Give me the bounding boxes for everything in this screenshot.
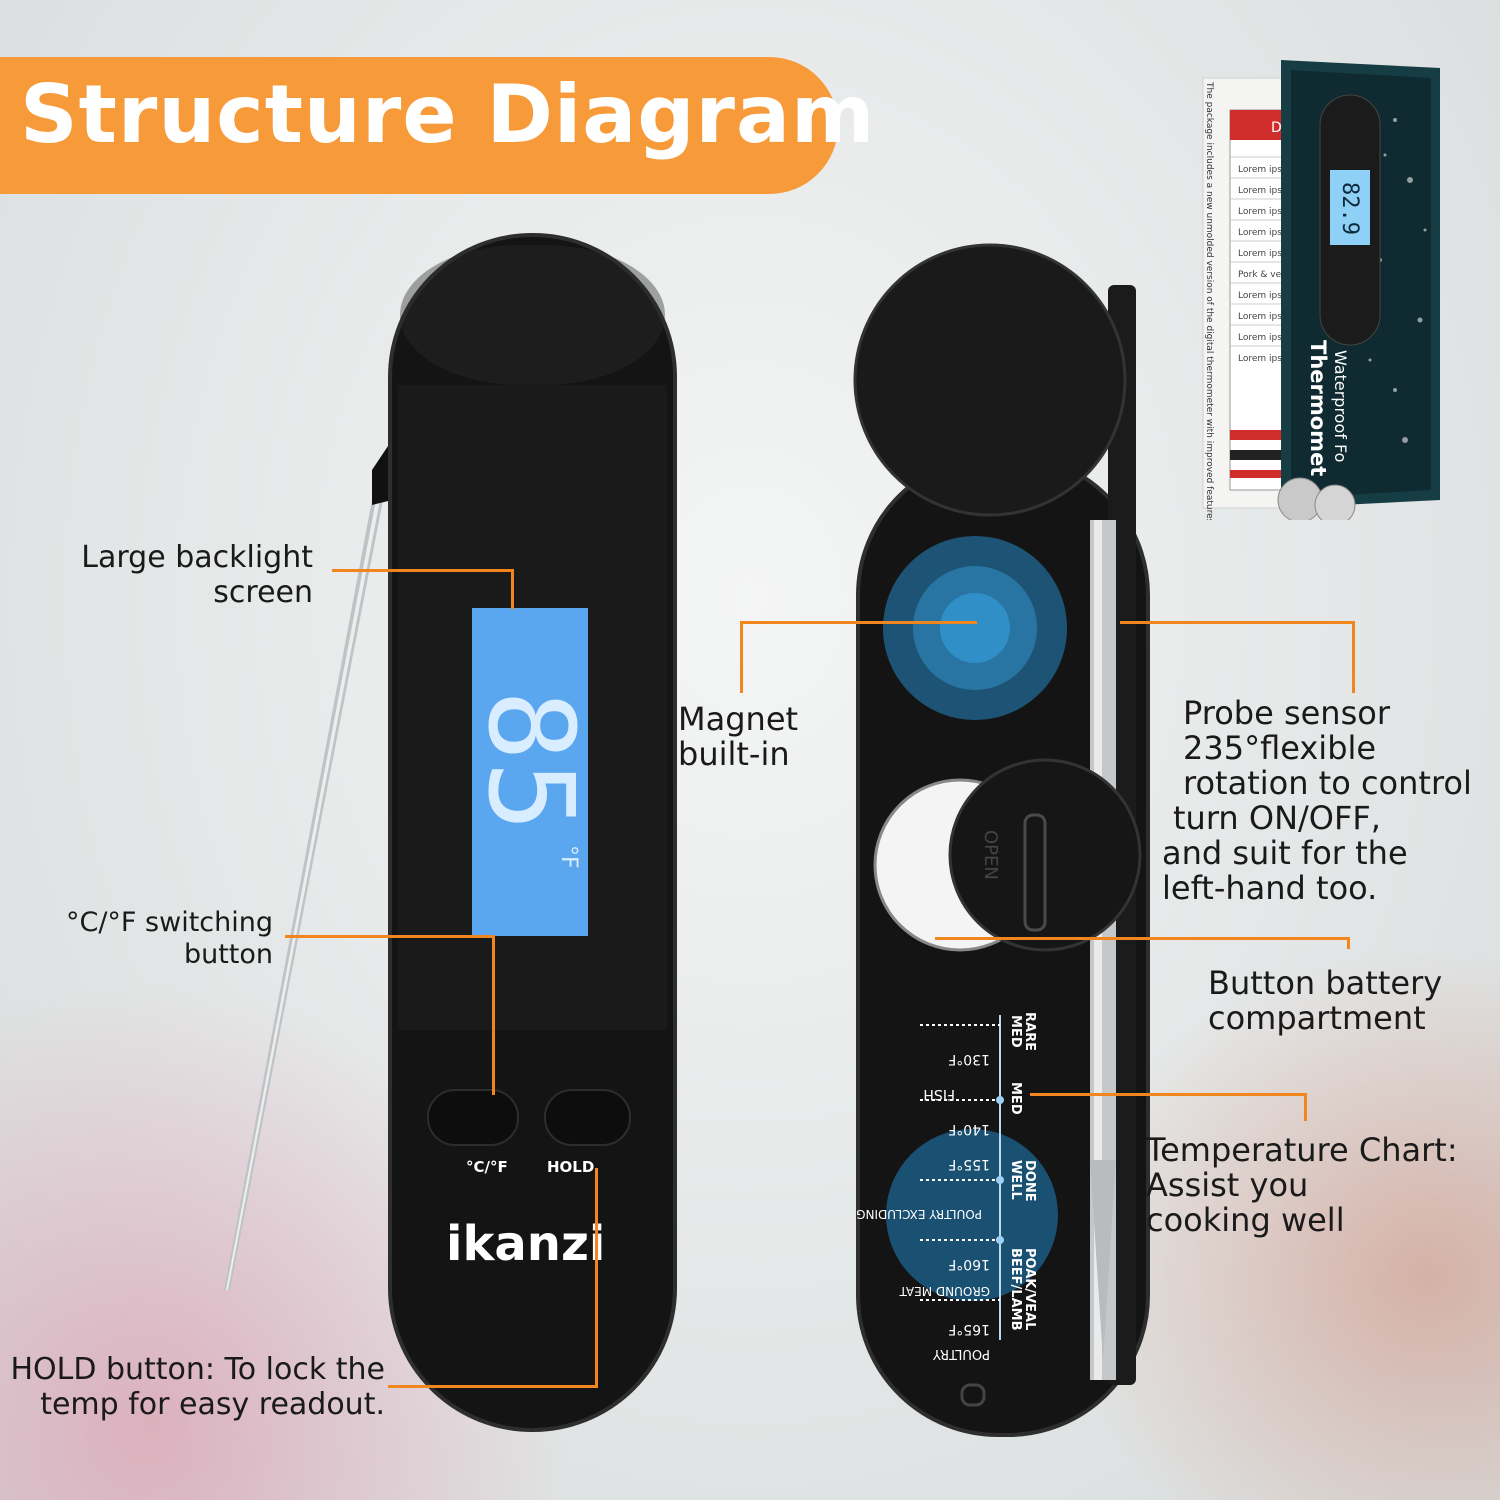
package-display-value: 82.9 (1337, 182, 1362, 235)
chart-food-poultry: POULTRY (933, 1346, 990, 1361)
backlight-screen (472, 608, 588, 936)
callout-unit-button: °C/°F switching button (66, 907, 273, 971)
callout-unit-line2: button (183, 939, 273, 970)
callout-line-battery-v (1347, 937, 1350, 949)
title-banner (0, 57, 838, 194)
callout-battery-line2: compartment (1208, 999, 1426, 1037)
callout-chart-line2: Assist you (1146, 1166, 1309, 1204)
callout-line-battery-h (935, 937, 1350, 940)
chart-food-ground-meat: GROUND MEAT (899, 1284, 990, 1298)
callout-screen-line1: Large backlight (81, 540, 313, 575)
callout-line-unit-v (492, 935, 495, 1095)
probe-rotation-hinge (853, 243, 1127, 517)
callout-probe-line4: turn ON/OFF, (1173, 799, 1381, 837)
battery-cover-label: OPEN (980, 830, 1001, 880)
callout-temp-chart: Temperature Chart: Assist you cooking we… (1146, 1133, 1458, 1238)
chart-doneness-done: DONE (1022, 1160, 1037, 1202)
package-sheet-letter: D (1271, 120, 1282, 136)
callout-probe: Probe sensor 235°flexible rotation to co… (1162, 696, 1472, 906)
unit-switch-button[interactable] (427, 1089, 519, 1146)
callout-line-chart-h (1030, 1093, 1307, 1096)
callout-probe-line6: left-hand too. (1162, 869, 1378, 907)
chart-temp-130: 130°F (948, 1051, 990, 1067)
package-sheet-header (1230, 110, 1285, 140)
hold-button[interactable] (544, 1089, 631, 1146)
callout-hold-line2: temp for easy readout. (40, 1387, 385, 1422)
package-list-item: Lorem ipsu (1238, 354, 1288, 364)
callout-magnet: Magnet built-in (678, 702, 798, 772)
callout-line-screen-h (332, 569, 514, 572)
callout-line-unit-h (285, 935, 495, 938)
callout-screen: Large backlight screen (81, 540, 313, 610)
unit-switch-label: °C/°F (466, 1158, 508, 1176)
display-unit: °F (556, 845, 581, 869)
chart-food-fish: FISH (923, 1086, 955, 1102)
package-box: The package includes a new unmolded vers… (1202, 60, 1440, 520)
chart-food-poultry-excluding: POULTRY EXCLUDING (856, 1207, 982, 1221)
brand-logo: ikanzi (446, 1216, 605, 1272)
callout-line-magnet-v (740, 621, 743, 693)
chart-doneness-med: MED (1008, 1015, 1023, 1048)
package-side-text: Waterproof Fo (1331, 350, 1350, 462)
package-list-item: Lorem ipsu (1238, 291, 1288, 301)
callout-line-chart-v (1304, 1093, 1307, 1121)
package-list-item: Lorem ipsu (1238, 186, 1288, 196)
callout-line-probe-v (1352, 621, 1355, 693)
chart-doneness-well: WELL (1008, 1160, 1023, 1200)
package-side-title: Thermomet (1306, 340, 1330, 476)
chart-doneness-med2: MED (1008, 1082, 1023, 1115)
page-title: Structure Diagram (20, 68, 876, 161)
callout-line-hold-h (388, 1385, 598, 1388)
callout-probe-line3: rotation to control (1183, 764, 1472, 802)
coin-battery-icon (1314, 484, 1356, 520)
package-thermometer-screen (1330, 170, 1370, 245)
callout-chart-line1: Temperature Chart: (1146, 1131, 1458, 1169)
callout-battery-line1: Button battery (1208, 964, 1443, 1002)
thermometer-back: OPEN 130°F 140°F 155°F 160°F 165°F FISH … (853, 243, 1150, 1437)
package-list-item: Lorem ipsu (1238, 207, 1288, 217)
callout-screen-line2: screen (213, 575, 313, 610)
callout-magnet-line1: Magnet (678, 700, 799, 738)
display-value: 85 (462, 690, 600, 832)
callout-battery: Button battery compartment (1208, 966, 1442, 1036)
package-list-item: Lorem ipsu (1238, 249, 1288, 259)
chart-doneness-poak: POAK/VEAL (1022, 1248, 1037, 1330)
svg-text:The package includes a new unm: The package includes a new unmolded vers… (1204, 81, 1214, 520)
callout-probe-line2: 235°flexible (1183, 729, 1377, 767)
callout-hold-button: HOLD button: To lock the temp for easy r… (10, 1352, 385, 1422)
package-list-item: Lorem ipsu (1238, 165, 1288, 175)
package-list-item: Lorem ipsu (1238, 228, 1288, 238)
callout-chart-line3: cooking well (1146, 1201, 1345, 1239)
callout-line-hold-v (595, 1168, 598, 1388)
callout-line-probe-h (1120, 621, 1355, 624)
hold-label: HOLD (547, 1158, 594, 1176)
chart-temp-165: 165°F (948, 1321, 990, 1337)
callout-hold-line1: HOLD button: To lock the (10, 1352, 385, 1387)
chart-doneness-beef: BEEF/LAMB (1008, 1248, 1023, 1331)
chart-temp-155: 155°F (948, 1156, 990, 1172)
package-list-item: Pork & vea (1238, 270, 1287, 280)
callout-probe-line5: and suit for the (1162, 834, 1408, 872)
callout-probe-line1: Probe sensor (1183, 694, 1390, 732)
chart-temp-140: 140°F (948, 1121, 990, 1137)
callout-magnet-line2: built-in (678, 735, 790, 773)
thermometer-front: 85 °F °C/°F HOLD ikanzi (224, 233, 677, 1432)
package-strip-text: The package includes a new unmolded vers… (1204, 81, 1214, 520)
chart-temp-160: 160°F (948, 1256, 990, 1272)
package-list-item: Lorem ipsu (1238, 312, 1288, 322)
chart-doneness-rare: RARE (1022, 1012, 1037, 1051)
callout-unit-line1: °C/°F switching (65, 907, 273, 938)
chart-highlight (886, 1129, 1058, 1301)
package-list-item: Lorem ipsu (1238, 333, 1288, 343)
hang-hole-icon (960, 1383, 986, 1407)
callout-line-screen-v (511, 569, 514, 609)
callout-line-magnet-h (740, 621, 977, 624)
